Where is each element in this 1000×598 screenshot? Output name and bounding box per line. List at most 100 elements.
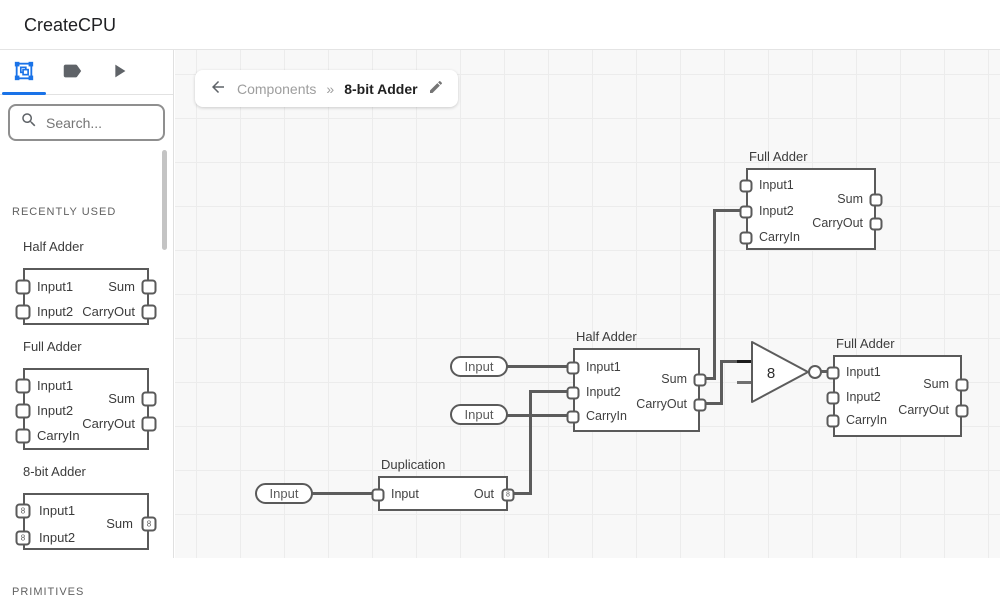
wire xyxy=(700,377,716,380)
search-input[interactable] xyxy=(46,114,151,131)
port-input[interactable] xyxy=(371,488,385,502)
sidebar-tabs xyxy=(0,50,173,95)
port-sum[interactable] xyxy=(693,373,707,387)
inverter-bubble[interactable] xyxy=(808,365,822,379)
port-input1[interactable]: 8 xyxy=(15,503,31,519)
preview-title: Full Adder xyxy=(23,339,82,354)
port-label: CarryIn xyxy=(846,413,887,427)
inverter-input-pin xyxy=(737,381,753,384)
port-label: Input2 xyxy=(37,403,74,418)
port-label: Input1 xyxy=(846,365,881,379)
node-duplication[interactable]: Duplication 8 Input Out xyxy=(371,457,515,511)
port-label: Sum xyxy=(106,516,133,531)
port-label: Input1 xyxy=(39,503,76,518)
input-pill-1[interactable]: Input xyxy=(450,356,508,377)
port-label: Sum xyxy=(108,279,135,294)
port-carryin[interactable] xyxy=(739,231,753,245)
preview-title: Half Adder xyxy=(23,239,84,254)
wire xyxy=(506,414,573,417)
input-pill-3[interactable]: Input xyxy=(255,483,313,504)
sidebar: RECENTLY USED Half Adder Input1 Input2 S… xyxy=(0,50,174,598)
port-input1[interactable] xyxy=(739,179,753,193)
app-header: CreateCPU xyxy=(0,0,1000,50)
node-full-adder-right[interactable]: Full Adder Input1 Input2 CarryIn Sum Car… xyxy=(826,336,969,437)
back-button[interactable] xyxy=(209,78,227,99)
port-input2[interactable] xyxy=(15,304,31,320)
port-label: CarryOut xyxy=(812,216,863,230)
active-tab-indicator xyxy=(2,92,46,95)
wire xyxy=(713,209,746,212)
port-sum[interactable]: 8 xyxy=(141,516,157,532)
wire xyxy=(720,360,752,363)
port-input2[interactable] xyxy=(15,403,31,419)
back-arrow-icon xyxy=(209,78,227,99)
breadcrumb-parent[interactable]: Components xyxy=(237,80,317,97)
port-sum[interactable] xyxy=(955,378,969,392)
node-full-adder-top[interactable]: Full Adder Input1 Input2 CarryIn Sum Car… xyxy=(739,149,883,250)
sidebar-scrollbar-thumb[interactable] xyxy=(162,150,167,250)
port-label: Sum xyxy=(923,377,949,391)
breadcrumb-separator: » xyxy=(326,80,335,97)
port-input1[interactable] xyxy=(15,378,31,394)
port-label: CarryOut xyxy=(636,397,687,411)
preview-title: 8-bit Adder xyxy=(23,464,86,479)
port-carryout[interactable] xyxy=(141,304,157,320)
port-input1[interactable] xyxy=(15,279,31,295)
port-carryin[interactable] xyxy=(826,414,840,428)
wire xyxy=(713,209,716,379)
section-recently-used: RECENTLY USED xyxy=(12,206,117,218)
port-label: Sum xyxy=(661,372,687,386)
port-sum[interactable] xyxy=(869,193,883,207)
preview-box[interactable]: Input1 Input2 Sum CarryOut xyxy=(15,268,157,325)
node-title: Full Adder xyxy=(836,336,895,351)
port-label: CarryOut xyxy=(898,403,949,417)
port-label: Input2 xyxy=(39,530,76,545)
tag-icon xyxy=(61,60,83,85)
wire xyxy=(506,365,573,368)
tab-tags[interactable] xyxy=(53,53,91,91)
node-half-adder[interactable]: Half Adder Input1 Input2 CarryIn Sum Car… xyxy=(566,329,707,432)
port-out[interactable]: 8 xyxy=(501,488,515,502)
port-carryout[interactable] xyxy=(141,416,157,432)
port-carryin[interactable] xyxy=(566,410,580,424)
port-input1[interactable] xyxy=(566,361,580,375)
section-primitives: PRIMITIVES xyxy=(12,586,85,598)
rename-button[interactable] xyxy=(428,79,444,98)
edit-pencil-icon xyxy=(428,79,444,98)
preview-box[interactable]: 8 8 8 Input1 Input2 Sum xyxy=(15,493,157,550)
port-input2[interactable] xyxy=(739,205,753,219)
play-icon xyxy=(108,60,130,85)
port-carryin[interactable] xyxy=(15,428,31,444)
port-label: Input xyxy=(391,487,419,501)
search-box[interactable] xyxy=(8,104,165,141)
port-carryout[interactable] xyxy=(869,217,883,231)
port-label: Input2 xyxy=(759,204,794,218)
wire xyxy=(720,360,723,405)
node-title: Half Adder xyxy=(576,329,637,344)
node-inverter-8bit[interactable]: 8 xyxy=(750,340,824,404)
port-sum[interactable] xyxy=(141,391,157,407)
port-input2[interactable] xyxy=(826,391,840,405)
port-input2[interactable] xyxy=(566,386,580,400)
inverter-triangle[interactable] xyxy=(751,341,809,403)
port-label: Input2 xyxy=(846,390,881,404)
circuit-canvas[interactable]: Components » 8-bit Adder Input Input Inp… xyxy=(175,50,1000,558)
port-carryout[interactable] xyxy=(955,404,969,418)
port-sum[interactable] xyxy=(141,279,157,295)
port-input1[interactable] xyxy=(826,366,840,380)
port-label: Input1 xyxy=(37,279,74,294)
port-input2[interactable]: 8 xyxy=(15,530,31,546)
breadcrumb: Components » 8-bit Adder xyxy=(195,70,458,107)
preview-box[interactable]: Input1 Input2 CarryIn Sum CarryOut xyxy=(15,368,157,450)
port-carryout[interactable] xyxy=(693,398,707,412)
input-pill-2[interactable]: Input xyxy=(450,404,508,425)
components-icon xyxy=(13,60,35,85)
port-label: CarryIn xyxy=(759,230,800,244)
tab-components[interactable] xyxy=(5,53,43,91)
port-label: Input1 xyxy=(586,360,621,374)
search-icon xyxy=(20,111,38,134)
port-label: Input2 xyxy=(586,385,621,399)
breadcrumb-current: 8-bit Adder xyxy=(344,80,418,97)
wire xyxy=(311,492,378,495)
tab-run[interactable] xyxy=(100,53,138,91)
